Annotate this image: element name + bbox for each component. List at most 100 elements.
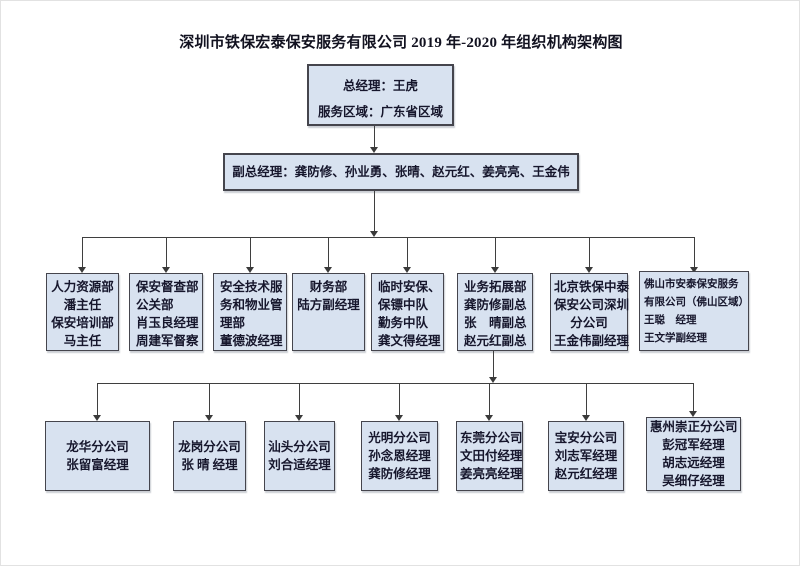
general-manager-box: 总经理：王虎服务区域：广东省区域 bbox=[307, 64, 454, 126]
box-text-line: 张 晴副总 bbox=[464, 316, 527, 330]
box-text-line: 勤务中队 bbox=[378, 316, 429, 330]
arrow-down-icon bbox=[295, 415, 303, 421]
box-text-line: 宝安分公司 bbox=[554, 431, 618, 445]
deputy-general-managers-label: 副总经理：龚防修、孙业勇、张晴、赵元红、姜亮亮、王金伟 bbox=[232, 165, 570, 179]
box-text-line: 吴细仔经理 bbox=[662, 474, 725, 488]
connector-line bbox=[374, 126, 375, 147]
dongguan-branch-box: 东莞分公司文田付经理姜亮亮经理 bbox=[456, 421, 523, 491]
box-text-line: 总经理：王虎 bbox=[342, 79, 418, 93]
box-text-line: 胡志远经理 bbox=[662, 456, 725, 470]
box-text-line: 汕头分公司 bbox=[268, 440, 331, 454]
temp-security-squads-box: 临时安保、保镖中队勤务中队龚文得经理 bbox=[371, 273, 444, 351]
guangming-branch-box: 光明分公司孙念恩经理龚防修经理 bbox=[361, 421, 438, 491]
box-text-line: 龚防修副总 bbox=[464, 298, 527, 312]
box-text-line: 保安公司深圳 bbox=[554, 298, 630, 312]
finance-dept-box: 财务部陆方副经理 bbox=[292, 273, 365, 351]
foshan-antai-company-box: 佛山市安泰保安服务有限公司（佛山区域） 王聪 经理王文学副经理 bbox=[639, 271, 749, 351]
connector-line bbox=[693, 384, 694, 411]
box-text-line: 北京铁保中泰 bbox=[554, 280, 630, 294]
arrow-down-icon bbox=[485, 415, 493, 421]
arrow-down-icon bbox=[491, 267, 499, 273]
box-text-line: 安全技术服 bbox=[220, 280, 283, 294]
box-text-line: 赵元红副总 bbox=[464, 334, 527, 348]
security-tech-property-dept-box: 安全技术服务和物业管理部董德波经理 bbox=[213, 273, 287, 351]
box-text-line: 保安督查部 bbox=[136, 280, 199, 294]
box-text-line: 有限公司（佛山区域） bbox=[644, 297, 749, 308]
page-title: 深圳市铁保宏泰保安服务有限公司 2019 年-2020 年组织机构架构图 bbox=[179, 35, 623, 51]
box-text-line: 赵元红经理 bbox=[554, 467, 618, 481]
longgang-branch-box: 龙岗分公司张 晴 经理 bbox=[173, 421, 246, 491]
box-text-line: 东莞分公司 bbox=[460, 431, 523, 445]
box-text-line: 龚文得经理 bbox=[378, 334, 441, 348]
connector-line bbox=[586, 384, 587, 415]
connector-line bbox=[374, 191, 375, 231]
connector-line bbox=[589, 238, 590, 267]
box-text-line: 刘合适经理 bbox=[268, 458, 331, 472]
connector-line bbox=[166, 238, 167, 267]
arrow-down-icon bbox=[403, 267, 411, 273]
arrow-down-icon bbox=[324, 267, 332, 273]
connector-line bbox=[489, 384, 490, 415]
connector-line bbox=[399, 384, 400, 415]
box-text-line: 业务拓展部 bbox=[464, 280, 527, 294]
arrow-down-icon bbox=[585, 267, 593, 273]
supervision-pr-dept-box: 保安督查部公关部肖玉良经理周建军督察 bbox=[129, 273, 203, 351]
box-text-line: 理部 bbox=[220, 316, 246, 330]
hr-training-dept-box: 人力资源部潘主任保安培训部马主任 bbox=[46, 273, 119, 351]
box-text-line: 周建军督察 bbox=[136, 334, 199, 348]
box-text-line: 潘主任 bbox=[63, 298, 102, 312]
box-text-line: 刘志军经理 bbox=[554, 449, 618, 463]
box-text-line: 龚防修经理 bbox=[368, 467, 431, 481]
box-text-line: 王文学副经理 bbox=[644, 333, 707, 344]
connector-line bbox=[97, 384, 98, 415]
box-text-line: 佛山市安泰保安服务 bbox=[644, 279, 739, 290]
huizhou-chongzheng-branch-box: 惠州崇正分公司彭冠军经理胡志远经理吴细仔经理 bbox=[646, 417, 741, 491]
arrow-down-icon bbox=[78, 267, 86, 273]
arrow-down-icon bbox=[582, 415, 590, 421]
box-text-line: 财务部 bbox=[309, 280, 348, 294]
arrow-down-icon bbox=[690, 267, 698, 273]
box-text-line: 临时安保、 bbox=[378, 280, 441, 294]
arrow-down-icon bbox=[370, 231, 378, 237]
baoan-branch-box: 宝安分公司刘志军经理赵元红经理 bbox=[548, 421, 624, 491]
box-text-line: 保安培训部 bbox=[51, 316, 114, 330]
box-text-line: 光明分公司 bbox=[368, 431, 431, 445]
box-text-line: 陆方副经理 bbox=[297, 298, 360, 312]
connector-line bbox=[328, 238, 329, 267]
arrow-down-icon bbox=[689, 411, 697, 417]
connector-line bbox=[407, 238, 408, 267]
connector-line bbox=[250, 238, 251, 267]
connector-line bbox=[299, 384, 300, 415]
box-text-line: 惠州崇正分公司 bbox=[650, 420, 738, 434]
box-text-line: 公关部 bbox=[136, 298, 174, 312]
box-text-line: 孙念恩经理 bbox=[368, 449, 431, 463]
deputy-general-managers-box: 副总经理：龚防修、孙业勇、张晴、赵元红、姜亮亮、王金伟 bbox=[223, 153, 579, 191]
box-text-line: 张 晴 经理 bbox=[181, 458, 238, 472]
arrow-down-icon bbox=[489, 377, 497, 383]
beijing-tiebao-zhongtai-shenzhen-branch-box: 北京铁保中泰保安公司深圳分公司王金伟副经理 bbox=[550, 273, 630, 351]
box-text-line: 马主任 bbox=[63, 334, 102, 348]
arrow-down-icon bbox=[162, 267, 170, 273]
connector-line bbox=[82, 238, 83, 267]
arrow-down-icon bbox=[370, 147, 378, 153]
box-text-line: 人力资源部 bbox=[51, 280, 114, 294]
box-text-line: 服务区域：广东省区域 bbox=[317, 105, 443, 119]
longhua-branch-box: 龙华分公司张留富经理 bbox=[45, 421, 150, 491]
box-text-line: 董德波经理 bbox=[220, 334, 283, 348]
shantou-branch-box: 汕头分公司刘合适经理 bbox=[264, 421, 335, 491]
business-development-dept-box: 业务拓展部龚防修副总张 晴副总赵元红副总 bbox=[457, 273, 533, 351]
box-text-line: 彭冠军经理 bbox=[662, 438, 725, 452]
box-text-line: 王聪 经理 bbox=[644, 315, 697, 326]
box-text-line: 分公司 bbox=[570, 316, 608, 330]
arrow-down-icon bbox=[93, 415, 101, 421]
box-text-line: 姜亮亮经理 bbox=[460, 467, 523, 481]
box-text-line: 肖玉良经理 bbox=[136, 316, 199, 330]
connector-line bbox=[495, 238, 496, 267]
arrow-down-icon bbox=[246, 267, 254, 273]
connector-bus-line bbox=[82, 237, 695, 238]
box-text-line: 文田付经理 bbox=[460, 449, 523, 463]
box-text-line: 张留富经理 bbox=[66, 458, 129, 472]
box-text-line: 务和物业管 bbox=[220, 298, 283, 312]
connector-line bbox=[694, 238, 695, 267]
